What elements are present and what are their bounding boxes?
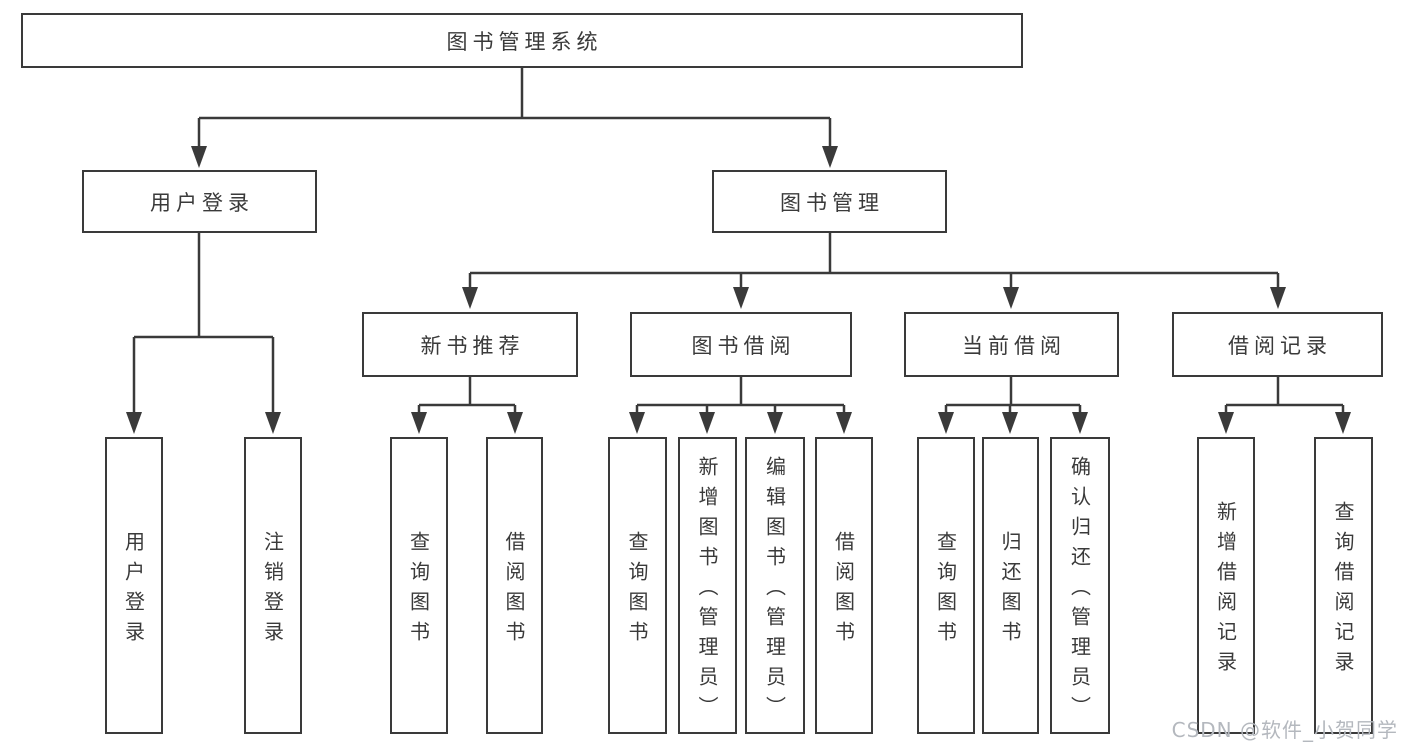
- node-leaf-borrow-books: 借阅图书: [815, 437, 873, 734]
- node-book-management: 图书管理: [712, 170, 947, 233]
- node-leaf-query-books-recommend: 查询图书: [390, 437, 448, 734]
- node-leaf-user-login: 用户登录: [105, 437, 163, 734]
- node-leaf-add-borrow-record-label: 新增借阅记录: [1213, 500, 1238, 681]
- node-leaf-query-books-borrow: 查询图书: [608, 437, 667, 734]
- node-leaf-return-book: 归还图书: [982, 437, 1039, 734]
- node-leaf-add-book-admin-label: 新增图书（管理员）: [695, 455, 719, 726]
- node-leaf-borrow-books-recommend: 借阅图书: [486, 437, 543, 734]
- node-borrow-records: 借阅记录: [1172, 312, 1383, 377]
- node-leaf-edit-book-admin: 编辑图书（管理员）: [745, 437, 805, 734]
- node-book-management-label: 图书管理: [780, 190, 884, 215]
- node-current-borrow-label: 当前借阅: [962, 333, 1066, 358]
- node-leaf-query-borrow-record-label: 查询借阅记录: [1331, 500, 1355, 681]
- node-leaf-confirm-return-admin-label: 确认归还（管理员）: [1067, 455, 1092, 726]
- node-leaf-logout-label: 注销登录: [260, 530, 285, 651]
- node-leaf-add-book-admin: 新增图书（管理员）: [678, 437, 737, 734]
- node-leaf-query-books-current-label: 查询图书: [933, 530, 958, 651]
- node-leaf-query-borrow-record: 查询借阅记录: [1314, 437, 1373, 734]
- node-leaf-edit-book-admin-label: 编辑图书（管理员）: [762, 455, 787, 726]
- node-leaf-add-borrow-record: 新增借阅记录: [1197, 437, 1255, 734]
- node-leaf-borrow-books-label: 借阅图书: [831, 530, 856, 651]
- node-book-borrow: 图书借阅: [630, 312, 852, 377]
- node-new-book-recommend: 新书推荐: [362, 312, 578, 377]
- node-root-label: 图书管理系统: [446, 29, 603, 54]
- node-borrow-records-label: 借阅记录: [1228, 333, 1332, 358]
- arrowheads: [126, 146, 1351, 434]
- node-current-borrow: 当前借阅: [904, 312, 1119, 377]
- node-leaf-query-books-recommend-label: 查询图书: [406, 530, 431, 651]
- node-user-login-label: 用户登录: [150, 190, 254, 215]
- node-leaf-borrow-books-recommend-label: 借阅图书: [502, 530, 526, 651]
- node-root: 图书管理系统: [21, 13, 1023, 68]
- node-new-book-recommend-label: 新书推荐: [420, 333, 525, 358]
- node-book-borrow-label: 图书借阅: [691, 333, 796, 358]
- node-leaf-return-book-label: 归还图书: [998, 530, 1022, 651]
- node-leaf-confirm-return-admin: 确认归还（管理员）: [1050, 437, 1110, 734]
- node-user-login: 用户登录: [82, 170, 317, 233]
- csdn-watermark: CSDN @软件_小贺同学: [1171, 718, 1398, 742]
- node-leaf-query-books-borrow-label: 查询图书: [625, 530, 649, 651]
- node-leaf-user-login-label: 用户登录: [121, 530, 146, 651]
- node-leaf-logout: 注销登录: [244, 437, 302, 734]
- node-leaf-query-books-current: 查询图书: [917, 437, 975, 734]
